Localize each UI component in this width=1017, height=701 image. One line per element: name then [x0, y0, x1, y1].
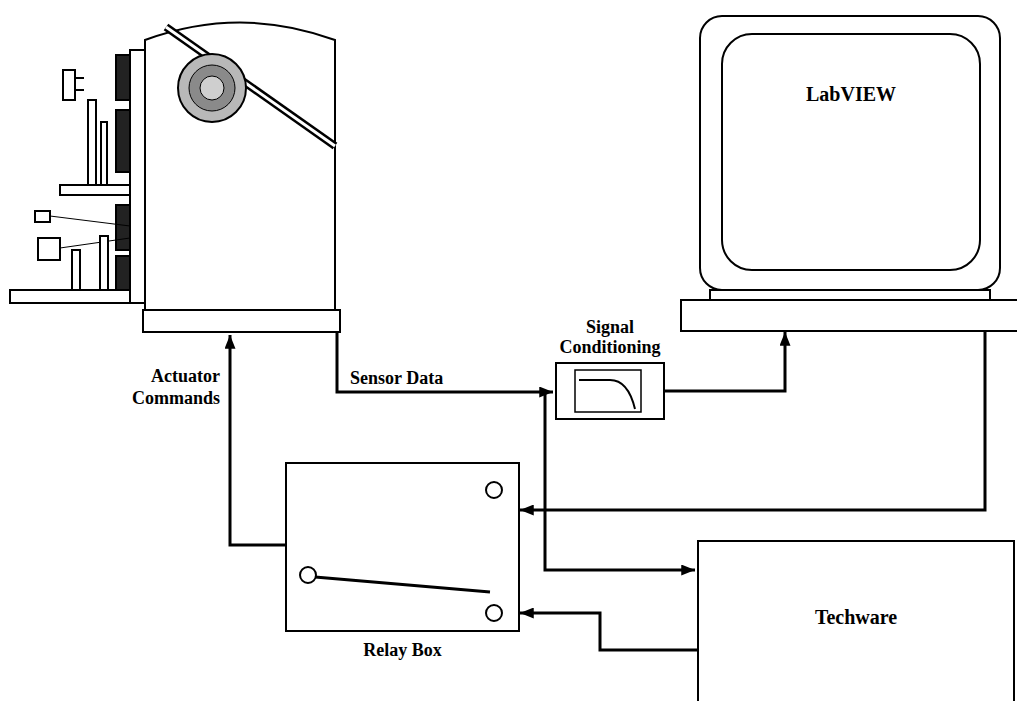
mount-panel [130, 50, 145, 303]
tank-base [143, 310, 340, 332]
port-ring [189, 65, 235, 111]
switch-symbol [300, 482, 502, 621]
monitor-bezel [700, 16, 1000, 290]
process-box: Techware [697, 540, 1015, 701]
plant-apparatus [10, 23, 340, 333]
contact [486, 605, 502, 621]
laser-part [35, 211, 50, 222]
signal-arrow [520, 613, 697, 650]
filter-curve [579, 380, 635, 409]
monitor-stand [710, 290, 990, 300]
sensor-wire [337, 333, 553, 392]
magnet [116, 256, 130, 290]
monitor: LabVIEW [680, 15, 1017, 332]
box-heading: Relay Box [363, 640, 442, 661]
signal-label: Sensor Data [350, 368, 443, 390]
shelf [60, 185, 132, 195]
relay-box: Relay Box [285, 462, 520, 632]
tank-body [145, 23, 335, 311]
filter-frame [575, 370, 641, 412]
stripe [166, 27, 335, 146]
magnet [116, 110, 130, 172]
monitor-outline [680, 15, 1017, 332]
box-heading: Signal Conditioning [545, 317, 675, 358]
post [100, 236, 108, 290]
actuator-wire [230, 335, 285, 545]
beam [60, 238, 130, 248]
box-label: LabVIEW [806, 83, 896, 106]
post [101, 122, 107, 185]
switch-blade [315, 577, 490, 592]
contact [300, 567, 316, 583]
sensor-pin [75, 89, 84, 91]
signal-arrow [665, 332, 785, 391]
box-label: Techware [815, 606, 897, 629]
port-ring [178, 54, 246, 122]
signal-arrow [520, 332, 985, 510]
filter-symbol [575, 370, 641, 412]
monitor-screen [722, 34, 980, 270]
base-plate [10, 290, 145, 303]
beam [50, 216, 130, 226]
camera-part [38, 238, 60, 260]
post [88, 100, 96, 185]
contact [486, 482, 502, 498]
stripe-gap [166, 27, 335, 146]
port-ring [200, 76, 224, 100]
magnet [116, 205, 130, 250]
monitor-base [681, 300, 1017, 331]
sensor-part [63, 70, 75, 100]
process-box: Signal Conditioning [555, 362, 665, 420]
signal-label: Actuator Commands [98, 366, 220, 409]
sensor-pin [75, 77, 84, 79]
magnet [116, 55, 130, 100]
post [72, 250, 80, 290]
